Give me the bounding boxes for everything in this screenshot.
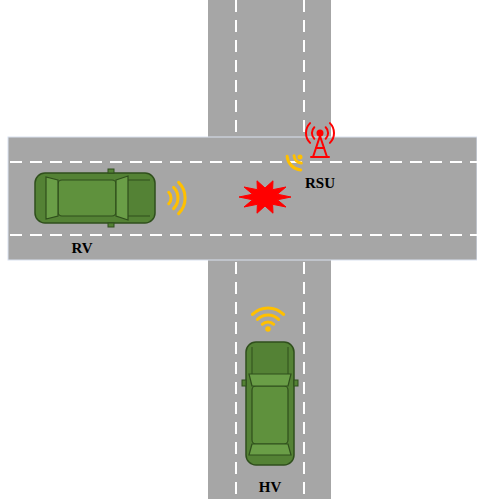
crash-burst [239,181,291,213]
rsu-signal [287,155,302,170]
vehicle-label: HV [259,479,282,495]
vertical-road [208,0,331,499]
device-label: RSU [305,175,335,191]
horizontal-road [8,137,477,260]
hv-car [242,342,298,465]
vehicle-label: RV [71,240,92,256]
rsu-antenna [306,123,334,157]
hv-signal [252,308,283,332]
rv-signal [169,182,185,213]
rv-car [35,169,155,227]
lane-lines [10,0,477,499]
road-junction [208,138,331,259]
